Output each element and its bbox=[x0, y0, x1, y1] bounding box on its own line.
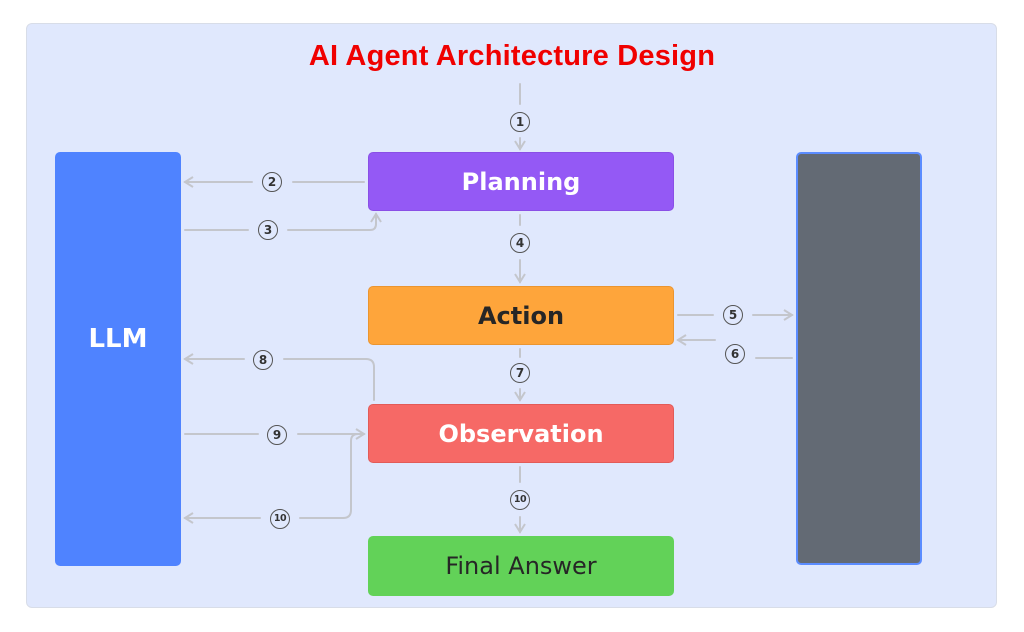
final-answer-label: Final Answer bbox=[445, 552, 597, 580]
step-marker-9: 9 bbox=[267, 425, 287, 445]
llm-node[interactable]: LLM bbox=[55, 152, 181, 566]
step-marker-4: 4 bbox=[510, 233, 530, 253]
step-marker-5: 5 bbox=[723, 305, 743, 325]
step-marker-3: 3 bbox=[258, 220, 278, 240]
step-marker-2: 2 bbox=[262, 172, 282, 192]
tool-node[interactable] bbox=[796, 152, 922, 565]
action-label: Action bbox=[477, 301, 565, 330]
action-node[interactable]: Action bbox=[368, 286, 674, 345]
step-marker-8: 8 bbox=[253, 350, 273, 370]
planning-node[interactable]: Planning bbox=[368, 152, 674, 211]
diagram-title: AI Agent Architecture Design bbox=[308, 40, 716, 72]
final-answer-node[interactable]: Final Answer bbox=[368, 536, 674, 596]
step-marker-1: 1 bbox=[510, 112, 530, 132]
llm-label: LLM bbox=[88, 324, 148, 354]
planning-label: Planning bbox=[461, 167, 581, 196]
observation-label: Observation bbox=[438, 419, 604, 448]
step-marker-10: 10 bbox=[270, 509, 290, 529]
step-marker-10b: 10 bbox=[510, 490, 530, 510]
observation-node[interactable]: Observation bbox=[368, 404, 674, 463]
step-marker-6: 6 bbox=[725, 344, 745, 364]
step-marker-7: 7 bbox=[510, 363, 530, 383]
